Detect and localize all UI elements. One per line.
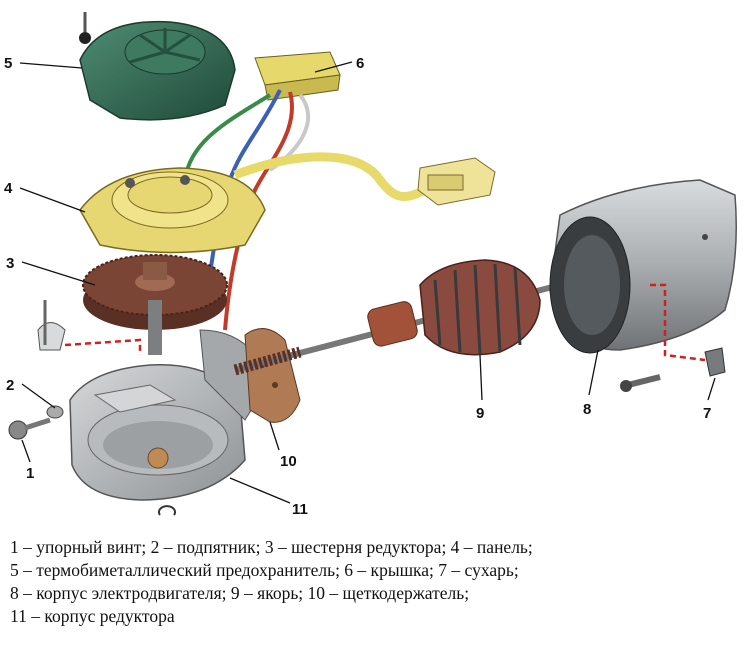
callout-11: 11 [292,501,308,518]
callout-7: 7 [703,405,711,422]
armature [367,259,541,356]
callout-2: 2 [6,377,14,394]
reducer-gear [82,254,228,355]
callout-4: 4 [4,180,13,197]
legend-line-4: 11 – корпус редуктора [10,606,175,626]
callout-9: 9 [476,405,484,422]
callout-8: 8 [583,401,591,418]
panel [79,167,266,254]
legend-line-3: 8 – корпус электродвигателя; 9 – якорь; … [10,583,470,603]
reducer-housing [69,329,271,516]
thermal-fuse-cover [79,12,236,121]
exploded-diagram: 1 2 3 4 5 6 7 8 9 10 11 [4,12,737,518]
motor-body [549,179,737,354]
callout-5: 5 [4,55,12,72]
callout-10: 10 [280,453,297,470]
parts-legend: 1 – упорный винт; 2 – подпятник; 3 – шес… [10,536,745,628]
brush-holder [244,328,301,423]
clamp-piece [620,347,726,392]
legend-line-1: 1 – упорный винт; 2 – подпятник; 3 – шес… [10,537,533,557]
callout-numbers: 1 2 3 4 5 6 7 8 9 10 11 [4,55,711,518]
callout-6: 6 [356,55,364,72]
legend-line-2: 5 – термобиметаллический предохранитель;… [10,560,519,580]
callout-1: 1 [26,465,34,482]
connector-cover [254,51,341,101]
assembly-guides [64,283,706,362]
plug-connector [417,157,496,206]
callout-3: 3 [6,255,14,272]
leader-lines [19,61,716,504]
thrust-screw-group [8,300,66,440]
